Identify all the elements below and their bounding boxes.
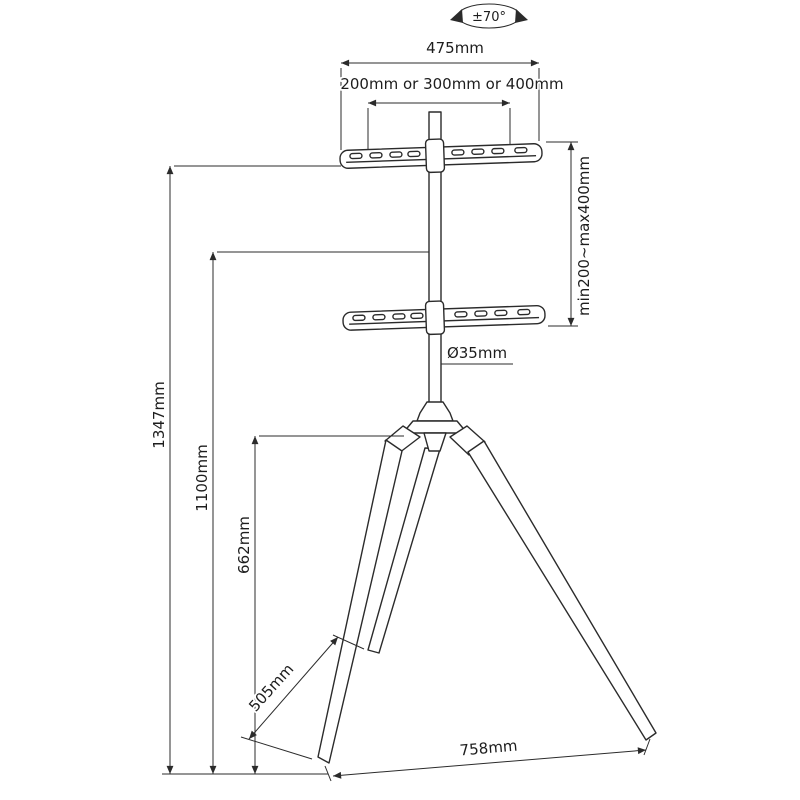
top-bracket-collar — [424, 138, 446, 174]
slot — [514, 146, 528, 154]
pole-height-label: 1100mm — [193, 444, 211, 511]
slot — [410, 312, 424, 320]
hub-height-label: 662mm — [235, 516, 253, 574]
vesa-options-label: 200mm or 300mm or 400mm — [340, 75, 563, 93]
slot — [372, 313, 386, 321]
base-width-dim-line — [332, 747, 647, 779]
front-left-leg — [317, 439, 403, 764]
base-width-label: 758mm — [459, 737, 518, 760]
rotation-arrow-left-icon — [450, 9, 463, 23]
rotation-indicator: ±70° — [450, 3, 528, 29]
rotation-angle-label: ±70° — [472, 10, 506, 25]
hub-collar — [416, 401, 454, 422]
dimension-pole-diameter: Ø35mm — [441, 342, 513, 365]
tripod-hub — [384, 401, 486, 456]
front-right-leg — [467, 440, 657, 741]
dimension-base-width: 758mm — [324, 735, 651, 782]
slot — [494, 309, 508, 317]
top-bracket — [339, 138, 543, 174]
lower-bracket-slots — [352, 308, 531, 322]
hub-body — [402, 420, 468, 434]
dimension-bracket-spacing: min200~max400mm — [546, 141, 595, 327]
slot — [369, 151, 383, 159]
pole-diameter-label: Ø35mm — [447, 344, 507, 362]
dimension-bracket-width: 475mm — [340, 37, 540, 150]
slot — [407, 150, 421, 158]
dimension-pole-height: 1100mm — [191, 251, 429, 774]
slot — [352, 314, 366, 322]
slot — [392, 313, 406, 320]
stand-drawing — [317, 111, 657, 764]
dimension-vesa-options: 200mm or 300mm or 400mm — [339, 73, 565, 149]
slot — [517, 308, 531, 316]
slot — [471, 148, 485, 156]
lower-bracket-collar — [424, 300, 446, 336]
leg-depth-label: 505mm — [245, 660, 297, 715]
bracket-width-label: 475mm — [426, 39, 484, 57]
dimension-hub-height: 662mm — [233, 435, 404, 774]
lower-bracket — [342, 300, 546, 336]
slot — [474, 310, 488, 317]
top-bracket-slots — [349, 146, 528, 160]
slot — [349, 152, 363, 160]
leg-depth-dim-line — [248, 636, 339, 740]
bracket-spacing-label: min200~max400mm — [575, 156, 593, 316]
slot — [451, 149, 465, 156]
slot — [491, 147, 505, 155]
extension-line — [240, 736, 313, 760]
extension-line — [643, 738, 651, 756]
extension-line — [324, 765, 332, 782]
rotation-arrow-right-icon — [515, 9, 528, 23]
slot — [389, 151, 403, 158]
total-height-label: 1347mm — [150, 381, 168, 448]
hub-rear-arm — [423, 432, 447, 452]
dimension-total-height: 1347mm — [148, 165, 341, 774]
slot — [454, 310, 468, 318]
